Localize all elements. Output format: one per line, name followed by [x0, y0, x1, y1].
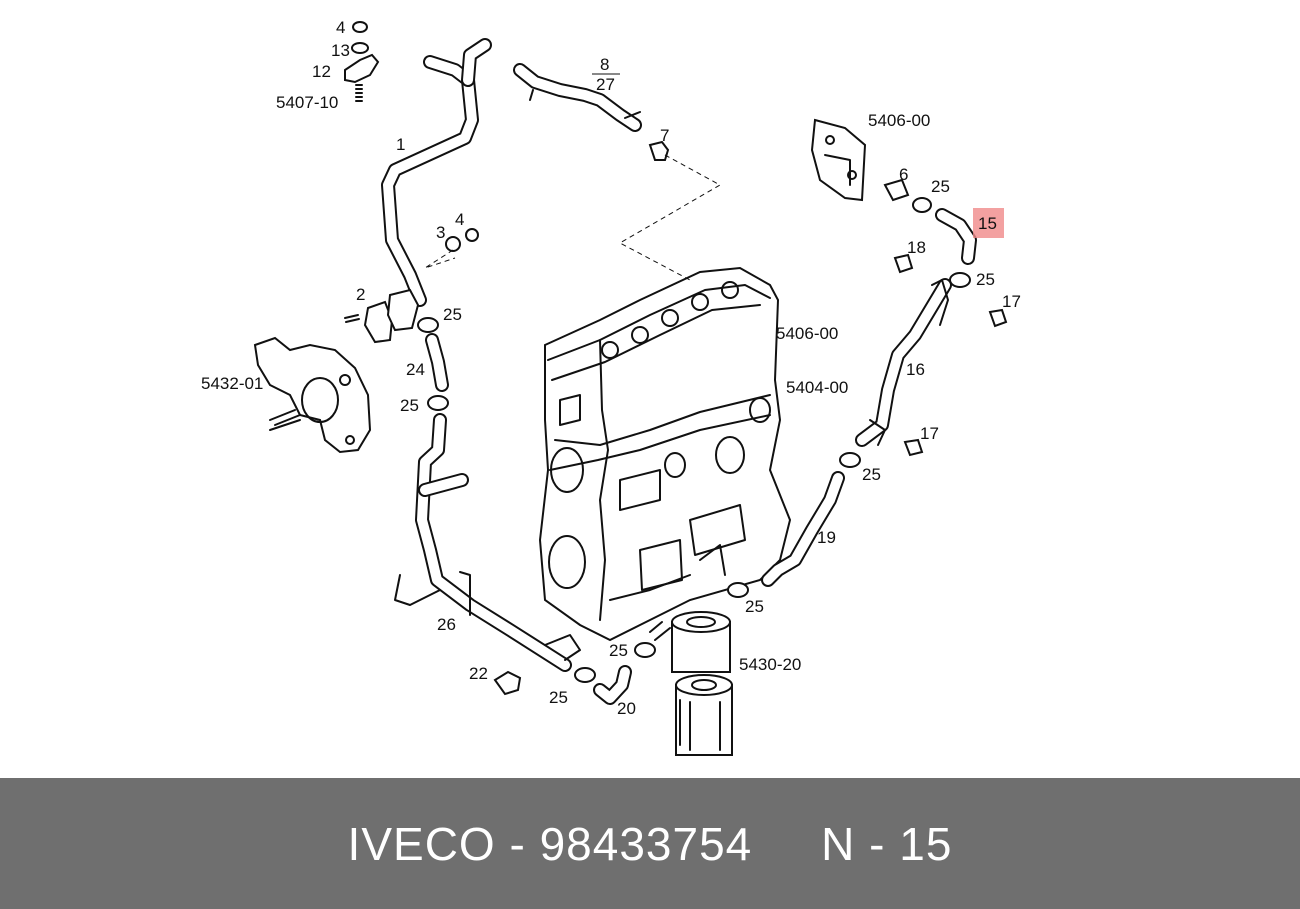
fitting-6: [883, 178, 910, 202]
label-4-mid: 4: [455, 210, 464, 229]
label-8: 8: [600, 55, 609, 74]
bolt-17-b: [903, 438, 924, 457]
footer-caption: IVECO - 98433754 N - 15: [348, 817, 953, 871]
elbow-20: [593, 665, 632, 705]
footer-separator: -: [509, 817, 526, 870]
label-22: 22: [469, 664, 488, 683]
label-19: 19: [817, 528, 836, 547]
hose-15: [935, 208, 977, 265]
leader-line-7: [618, 154, 722, 281]
label-25-b: 25: [400, 396, 419, 415]
clamp-25-h: [634, 642, 656, 658]
clamp-25-e: [839, 452, 861, 468]
cover-plate-5406: [810, 118, 867, 202]
label-5406-00-mid: 5406-00: [776, 324, 838, 343]
highlighted-callout-15: 15: [973, 208, 1004, 238]
hose-19: [761, 471, 845, 587]
label-2: 2: [356, 285, 365, 304]
label-25-g: 25: [549, 688, 568, 707]
label-17-a: 17: [1002, 292, 1021, 311]
brand-name: IVECO: [347, 817, 496, 870]
label-13: 13: [331, 41, 350, 60]
diagram-position: N - 15: [821, 817, 953, 870]
label-5407-10: 5407-10: [276, 93, 338, 112]
label-25-a: 25: [443, 305, 462, 324]
bolt-7: [648, 140, 670, 161]
clamp-25-c: [912, 197, 932, 213]
pipe-16: [855, 278, 952, 447]
label-27: 27: [596, 75, 615, 94]
label-1: 1: [396, 135, 405, 154]
label-24: 24: [406, 360, 425, 379]
clamp-25-d: [949, 272, 971, 288]
label-3: 3: [436, 223, 445, 242]
label-7: 7: [660, 126, 669, 145]
pipe-26: [394, 413, 581, 672]
bolt-22: [493, 670, 522, 696]
plug-18: [893, 253, 914, 274]
label-17-b: 17: [920, 424, 939, 443]
label-15: 15: [978, 214, 997, 233]
callout-labels: 4 13 12 5407-10 1 8 27 7 3 4 2 25 24 25 …: [201, 18, 1021, 718]
clamp-25-f: [727, 582, 749, 598]
label-25-c: 25: [931, 177, 950, 196]
label-5406-00-top: 5406-00: [868, 111, 930, 130]
label-26: 26: [437, 615, 456, 634]
clamp-25-b: [427, 395, 449, 411]
label-5432-01: 5432-01: [201, 374, 263, 393]
label-4-top: 4: [336, 18, 345, 37]
label-5430-20: 5430-20: [739, 655, 801, 674]
label-18: 18: [907, 238, 926, 257]
pipe-8: [513, 63, 642, 132]
hose-24: [425, 333, 449, 392]
part-number: 98433754: [539, 817, 753, 870]
label-25-d: 25: [976, 270, 995, 289]
footer-bar: IVECO - 98433754 N - 15: [0, 778, 1300, 909]
label-16: 16: [906, 360, 925, 379]
pipe-1: [381, 38, 492, 307]
bolt-17-a: [988, 308, 1008, 328]
highlight-box: [973, 208, 1004, 238]
label-25-h: 25: [609, 641, 628, 660]
label-6: 6: [899, 165, 908, 184]
exploded-parts-diagram: 4 13 12 5407-10 1 8 27 7 3 4 2 25 24 25 …: [201, 18, 1021, 756]
clamp-25-g: [574, 667, 596, 683]
thermostat-bracket-parts: [344, 21, 380, 102]
engine-block: [538, 266, 792, 642]
label-20: 20: [617, 699, 636, 718]
label-12: 12: [312, 62, 331, 81]
flange-parts: [344, 228, 479, 344]
label-25-f: 25: [745, 597, 764, 616]
oil-filter-assembly: [649, 611, 733, 756]
label-5404-00: 5404-00: [786, 378, 848, 397]
diagram-svg: 4 13 12 5407-10 1 8 27 7 3 4 2 25 24 25 …: [201, 18, 1021, 756]
label-25-e: 25: [862, 465, 881, 484]
water-pump: [253, 336, 372, 454]
